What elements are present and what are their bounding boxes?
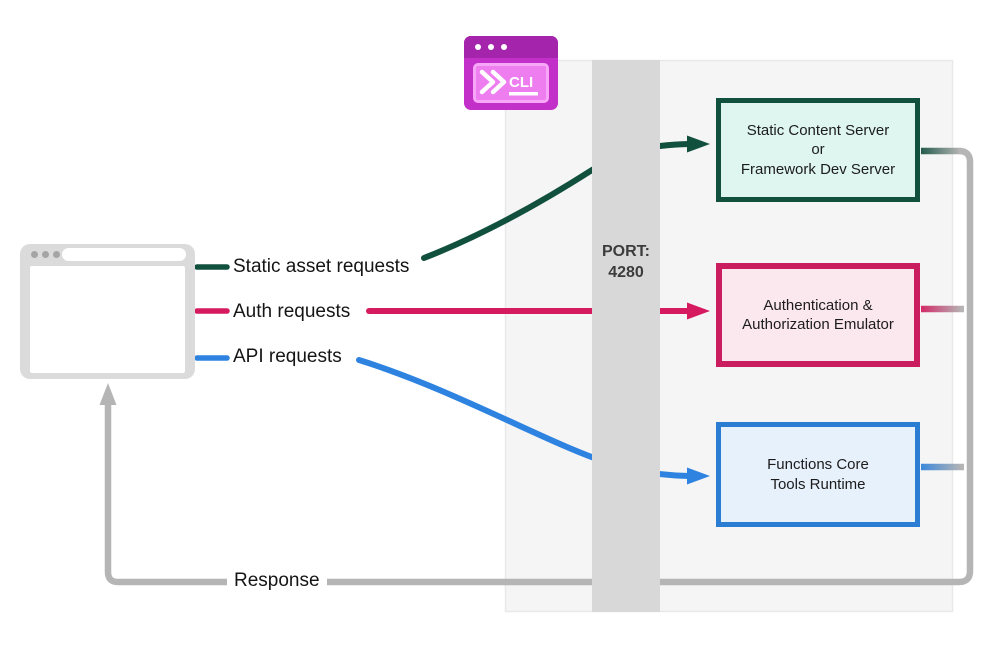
response-flow-line (104, 147, 974, 586)
api-requests-label: API requests (233, 346, 342, 367)
port-label: PORT: 4280 (592, 241, 660, 283)
cli-terminal-screen: CLI (473, 63, 549, 103)
node-text-line: Framework Dev Server (740, 160, 896, 178)
node-text-line: Tools Runtime (770, 475, 866, 493)
node-text-line: Static Content Server (746, 121, 890, 139)
cli-dot-icon (501, 44, 507, 50)
node-text-line: Authentication & (763, 296, 873, 314)
static-content-server-node: Static Content Server or Framework Dev S… (716, 98, 920, 202)
browser-window-icon (20, 244, 195, 379)
browser-viewport (30, 266, 185, 373)
response-label: Response (227, 570, 327, 592)
cli-screen-art: CLI (479, 69, 538, 96)
cli-titlebar (464, 36, 558, 58)
browser-dot-icon (53, 251, 60, 258)
port-bar (592, 60, 660, 612)
chevron-right-icon (490, 69, 507, 95)
static-flow-arrowhead-icon (687, 135, 710, 153)
node-text-line: Functions Core (767, 456, 869, 473)
port-label-title: PORT: (602, 243, 650, 260)
auth-emulator-node: Authentication & Authorization Emulator (716, 263, 920, 367)
browser-dot-icon (42, 251, 49, 258)
cli-underline (509, 92, 538, 96)
static-asset-requests-label: Static asset requests (233, 256, 410, 277)
auth-flow-arrowhead-icon (687, 302, 710, 320)
node-text-line: or (811, 141, 825, 159)
cli-badge-text: CLI (509, 74, 533, 91)
browser-address-bar (62, 248, 186, 261)
node-text-line: Authorization Emulator (742, 316, 894, 333)
response-arrowhead-icon (99, 383, 117, 405)
browser-dot-icon (31, 251, 38, 258)
cli-dot-icon (475, 44, 481, 50)
auth-requests-label: Auth requests (233, 301, 351, 322)
port-label-number: 4280 (608, 264, 644, 281)
functions-runtime-node: Functions Core Tools Runtime (716, 422, 920, 527)
cli-window-icon: CLI (464, 36, 558, 110)
chevron-right-icon (479, 69, 496, 95)
cli-dot-icon (488, 44, 494, 50)
api-flow-arrowhead-icon (687, 467, 710, 485)
